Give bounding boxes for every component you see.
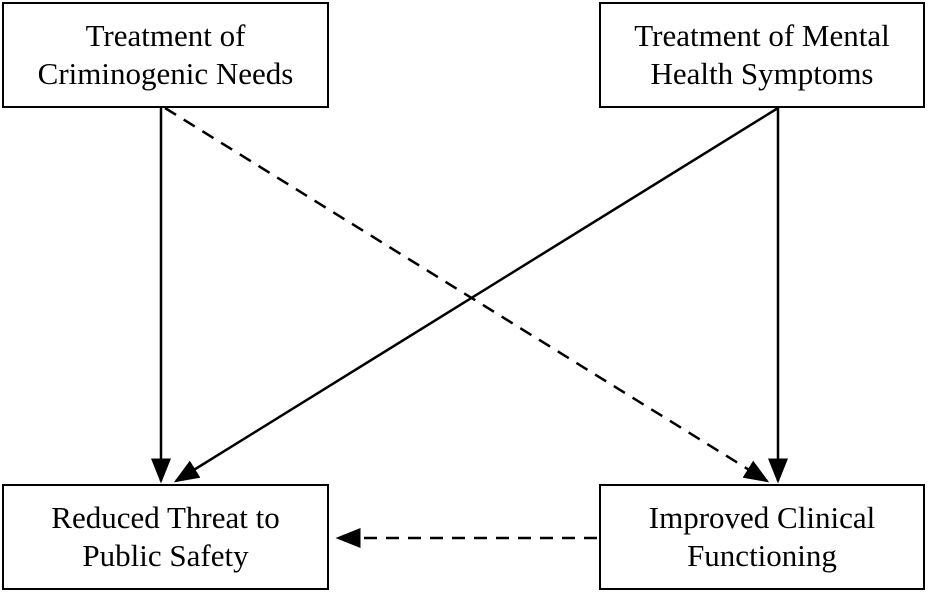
node-reduced-threat-to-public-safety: Reduced Threat to Public Safety: [2, 484, 329, 590]
edge-group: [151, 106, 788, 548]
edge-treatment-of-mental-health-symptoms-to-reduced-threat-to-public-safety: [173, 106, 779, 483]
node-treatment-of-mental-health-symptoms: Treatment of Mental Health Symptoms: [599, 2, 925, 108]
node-improved-clinical-functioning: Improved Clinical Functioning: [599, 484, 925, 590]
node-treatment-of-criminogenic-needs: Treatment of Criminogenic Needs: [2, 2, 329, 108]
edge-treatment-of-criminogenic-needs-to-improved-clinical-functioning: [164, 106, 770, 483]
